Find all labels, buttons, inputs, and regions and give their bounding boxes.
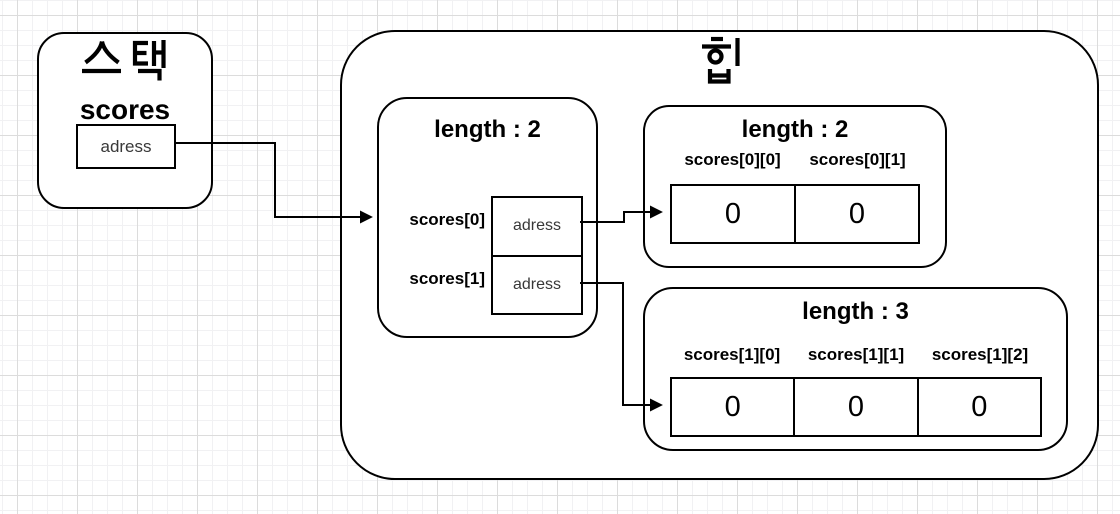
- cell-label-scores-1-2: scores[1][2]: [931, 345, 1029, 364]
- cell-label-scores-0-0: scores[0][0]: [684, 150, 781, 169]
- heap-title-glyph: [701, 36, 740, 84]
- cell-scores-1-1[interactable]: 0: [793, 379, 916, 435]
- heap-title: 힙: [342, 36, 1097, 84]
- cell-label-scores-1-1: scores[1][1]: [807, 345, 905, 364]
- row0-array-labels: scores[0][0] scores[0][1]: [670, 150, 920, 170]
- stack-address-label: adress: [100, 136, 152, 156]
- row0-array-cells[interactable]: 0 0: [670, 184, 920, 244]
- row0-array-node[interactable]: length : 2 scores[0][0] scores[0][1] 0 0: [643, 105, 947, 268]
- stack-variable-label: scores: [79, 94, 171, 125]
- ref-row-label-0: scores[0]: [409, 210, 485, 229]
- cell-scores-0-1[interactable]: 0: [794, 186, 918, 242]
- ref-address-cell-0[interactable]: adress: [512, 217, 562, 235]
- ref-array-title: length : 2: [434, 116, 541, 143]
- cell-scores-0-0[interactable]: 0: [724, 197, 742, 230]
- ref-array-node[interactable]: length : 2 scores[0] scores[1] adress ad…: [377, 97, 598, 338]
- row1-array-cells[interactable]: 0 0 0: [670, 377, 1042, 437]
- cell-label-scores-1-0: scores[1][0]: [683, 345, 781, 364]
- row1-array-labels: scores[1][0] scores[1][1] scores[1][2]: [670, 345, 1042, 365]
- row1-array-title: length : 3: [802, 298, 909, 325]
- ref-address-cell-1[interactable]: adress: [493, 254, 581, 314]
- stack-node[interactable]: 스택 scores adress: [37, 32, 213, 209]
- row1-array-node[interactable]: length : 3 scores[1][0] scores[1][1] sco…: [643, 287, 1068, 451]
- cell-label-scores-0-1: scores[0][1]: [809, 150, 906, 169]
- ref-row-label-1: scores[1]: [409, 269, 485, 288]
- stack-address-box[interactable]: adress: [76, 124, 176, 169]
- cell-scores-1-2[interactable]: 0: [916, 379, 1040, 435]
- ref-address-cells[interactable]: adress adress: [491, 196, 583, 315]
- cell-scores-1-0[interactable]: 0: [724, 390, 741, 423]
- row0-array-title: length : 2: [741, 116, 849, 143]
- stack-title-glyph: [82, 40, 166, 81]
- stack-title: 스택: [39, 38, 211, 82]
